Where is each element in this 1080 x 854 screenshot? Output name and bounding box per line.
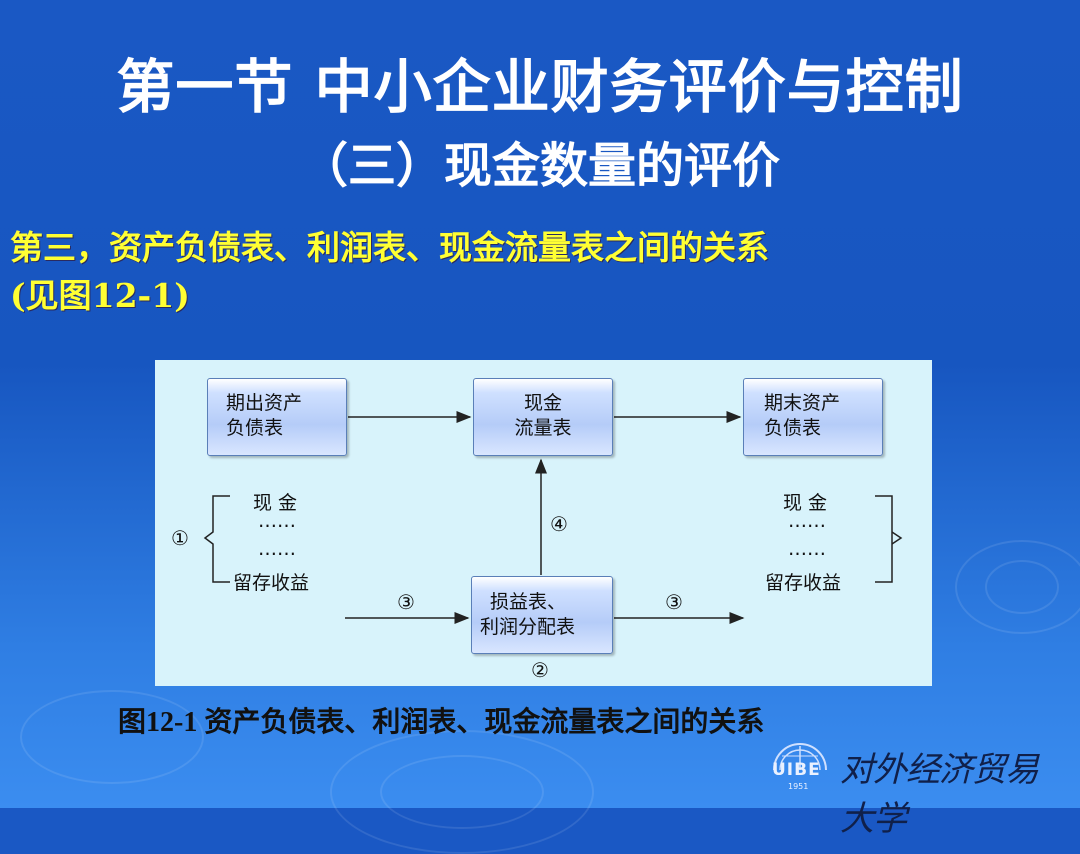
left-item-retained-earnings: 留存收益 (233, 572, 310, 594)
box-opening-line-2: 负债表 (226, 417, 284, 439)
diagram-connectors (203, 411, 903, 624)
figure-caption: 图12-1 资产负债表、利润表、现金流量表之间的关系 (118, 707, 765, 738)
right-item-dots-1: …… (788, 510, 826, 532)
box-income-line-1: 损益表、 (490, 591, 567, 613)
right-bracket-tip (891, 531, 903, 545)
box-closing-line-2: 负债表 (764, 417, 822, 439)
ripple-decoration (380, 755, 544, 829)
box-closing-balance-sheet: 期末资产 负债表 (743, 378, 883, 456)
box-opening-balance-sheet: 期出资产 负债表 (207, 378, 347, 456)
uibe-emblem-graphic (773, 743, 827, 771)
left-item-dots-1: …… (258, 510, 296, 532)
relationship-diagram: 期出资产 负债表 现金 流量表 期末资产 负债表 损益表、 利润分配表 现 金 … (155, 360, 932, 686)
marker-two: ② (531, 658, 549, 682)
left-item-cash: 现 金 (253, 492, 298, 514)
ripple-decoration (20, 690, 204, 784)
box-cash-line-1: 现金 (523, 392, 562, 414)
marker-three-left: ③ (397, 590, 415, 614)
uibe-emblem-icon: UIBE 1951 (768, 740, 832, 796)
box-income-statement: 损益表、 利润分配表 (471, 576, 613, 654)
right-bracket (875, 495, 893, 583)
left-item-dots-2: …… (258, 538, 296, 560)
university-logo: UIBE 1951 对外经济贸易大学 (768, 738, 1068, 839)
logo-year: 1951 (788, 782, 809, 791)
slide-subtitle: （三）现金数量的评价 (299, 138, 780, 194)
slide-title: 第一节 中小企业财务评价与控制 (116, 53, 964, 121)
box-cash-flow-statement: 现金 流量表 (473, 378, 613, 456)
left-brace (203, 495, 230, 583)
right-item-dots-2: …… (788, 538, 826, 560)
logo-university-name: 对外经济贸易大学 (840, 750, 1039, 839)
right-item-retained-earnings: 留存收益 (765, 572, 842, 594)
logo-abbr: UIBE (772, 760, 821, 780)
heading-line-1: 第三，资产负债表、利润表、现金流量表之间的关系 (10, 228, 769, 267)
box-income-line-2: 利润分配表 (480, 616, 576, 638)
right-item-cash: 现 金 (783, 492, 828, 514)
section-heading: 第三，资产负债表、利润表、现金流量表之间的关系 (见图12-1) (10, 224, 1060, 320)
marker-four: ④ (550, 512, 568, 536)
marker-three-right: ③ (665, 590, 683, 614)
ripple-decoration (955, 540, 1080, 634)
box-opening-line-1: 期出资产 (226, 392, 303, 414)
box-cash-line-2: 流量表 (514, 417, 572, 439)
box-closing-line-1: 期末资产 (764, 392, 841, 414)
marker-one: ① (171, 526, 189, 550)
heading-line-2: (见图12-1) (10, 276, 190, 315)
